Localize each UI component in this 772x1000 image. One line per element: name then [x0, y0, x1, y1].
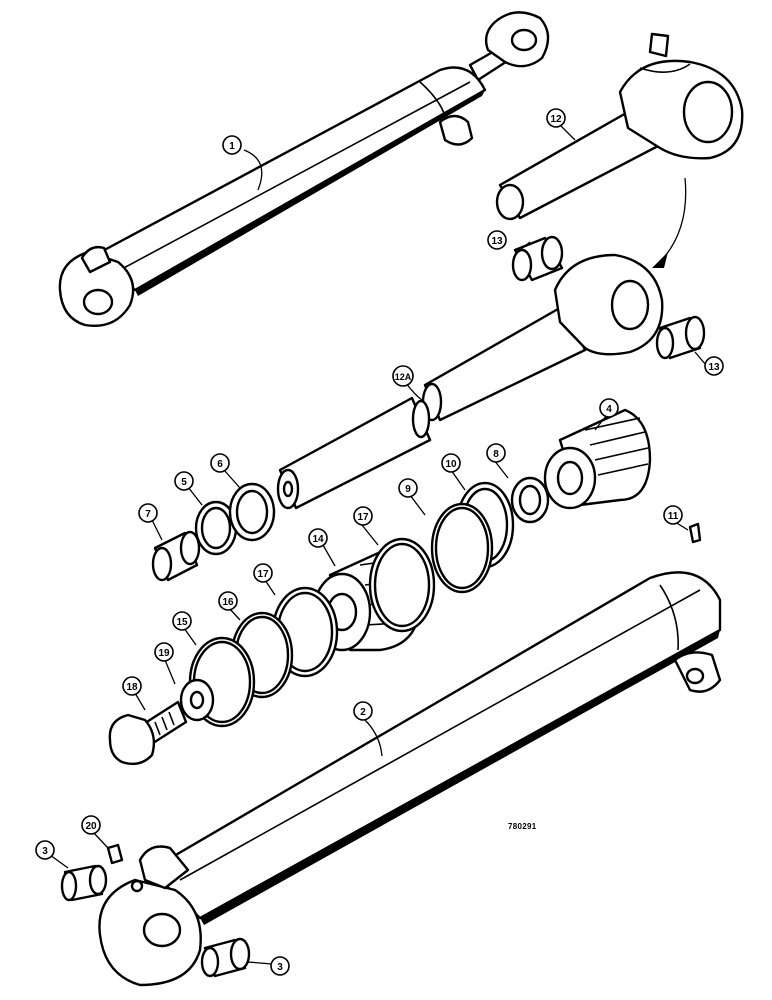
svg-text:13: 13 — [708, 362, 720, 373]
callout-16: 16 — [218, 591, 238, 611]
bushing-3-left — [60, 864, 108, 902]
svg-text:7: 7 — [145, 509, 151, 520]
callout-9: 9 — [398, 478, 418, 498]
svg-text:14: 14 — [312, 534, 324, 545]
bushing-3-right — [200, 937, 251, 978]
svg-text:2: 2 — [360, 707, 366, 718]
callout-14: 14 — [308, 528, 328, 548]
bushing-13-left — [511, 235, 564, 282]
fitting-11 — [688, 522, 702, 544]
bushing-13-right — [655, 315, 706, 360]
svg-text:1: 1 — [229, 141, 235, 152]
svg-text:17: 17 — [357, 512, 369, 523]
svg-text:17: 17 — [257, 569, 269, 580]
figure-reference-number: 780291 — [508, 822, 537, 831]
callout-17-upper: 17 — [353, 506, 373, 526]
callout-11: 11 — [663, 505, 683, 525]
piston-rod-middle — [421, 253, 664, 422]
svg-text:10: 10 — [445, 459, 457, 470]
svg-text:9: 9 — [405, 484, 411, 495]
bolt-18 — [108, 700, 188, 766]
svg-text:19: 19 — [158, 648, 170, 659]
svg-text:5: 5 — [181, 477, 187, 488]
callout-18: 18 — [122, 676, 142, 696]
callout-19: 19 — [154, 642, 174, 662]
svg-text:16: 16 — [222, 597, 234, 608]
assembly-arrow — [659, 177, 687, 263]
fitting-20 — [106, 843, 124, 865]
piston-rod-upper — [495, 32, 744, 221]
arrow-head-icon — [652, 252, 668, 268]
callout-5: 5 — [174, 471, 194, 491]
callout-4: 4 — [599, 398, 619, 418]
callout-20: 20 — [81, 815, 101, 835]
callout-13-left: 13 — [487, 230, 507, 250]
callout-12a: 12A — [392, 365, 414, 387]
svg-text:12A: 12A — [395, 372, 412, 382]
callout-7: 7 — [138, 503, 158, 523]
svg-text:20: 20 — [85, 821, 97, 832]
svg-text:3: 3 — [277, 962, 283, 973]
svg-text:13: 13 — [491, 236, 503, 247]
callout-17-lower: 17 — [253, 563, 273, 583]
callout-8: 8 — [486, 443, 506, 463]
svg-text:6: 6 — [217, 459, 223, 470]
svg-text:4: 4 — [606, 404, 612, 415]
rod-section-12a — [276, 396, 432, 510]
svg-text:15: 15 — [176, 617, 188, 628]
callout-10: 10 — [441, 453, 461, 473]
callout-3-right: 3 — [270, 956, 290, 976]
cylinder-head-4 — [543, 408, 652, 510]
leader-lines — [49, 124, 707, 965]
callout-3-left: 3 — [35, 840, 55, 860]
svg-text:18: 18 — [126, 682, 138, 693]
callout-1: 1 — [222, 135, 242, 155]
callout-2: 2 — [353, 701, 373, 721]
callout-15: 15 — [172, 611, 192, 631]
svg-text:3: 3 — [42, 846, 48, 857]
barrel-2 — [98, 571, 722, 987]
callout-13-right: 13 — [704, 356, 724, 376]
callout-6: 6 — [210, 453, 230, 473]
svg-text:11: 11 — [668, 511, 679, 522]
bushing-7 — [151, 530, 201, 582]
svg-text:8: 8 — [493, 449, 499, 460]
callout-12: 12 — [546, 108, 566, 128]
cylinder-assembly — [58, 11, 550, 327]
svg-text:12: 12 — [550, 114, 562, 125]
